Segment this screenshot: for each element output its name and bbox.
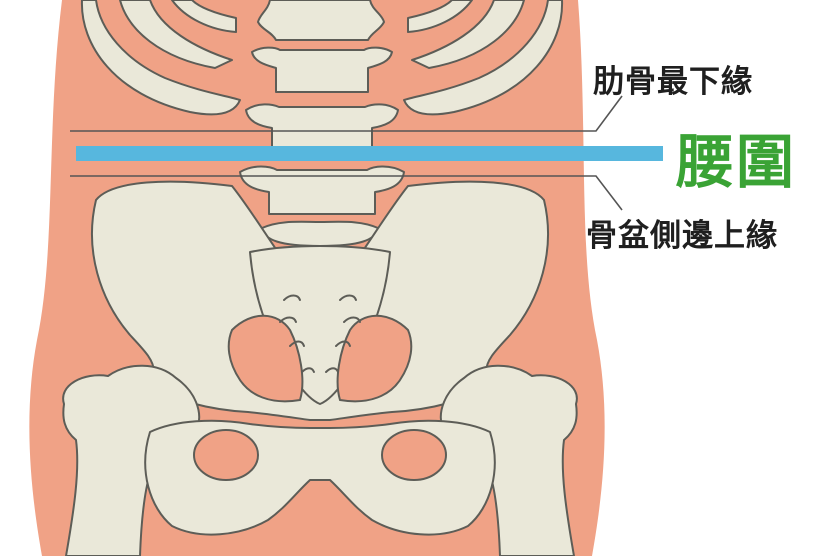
waist-label: 腰圍 bbox=[676, 115, 796, 199]
waist-band bbox=[76, 146, 663, 161]
right-obturator-foramen bbox=[382, 430, 446, 480]
left-obturator-foramen bbox=[194, 430, 258, 480]
rib-lower-edge-label: 肋骨最下緣 bbox=[593, 56, 753, 101]
iliac-crest-label: 骨盆側邊上緣 bbox=[586, 210, 778, 255]
